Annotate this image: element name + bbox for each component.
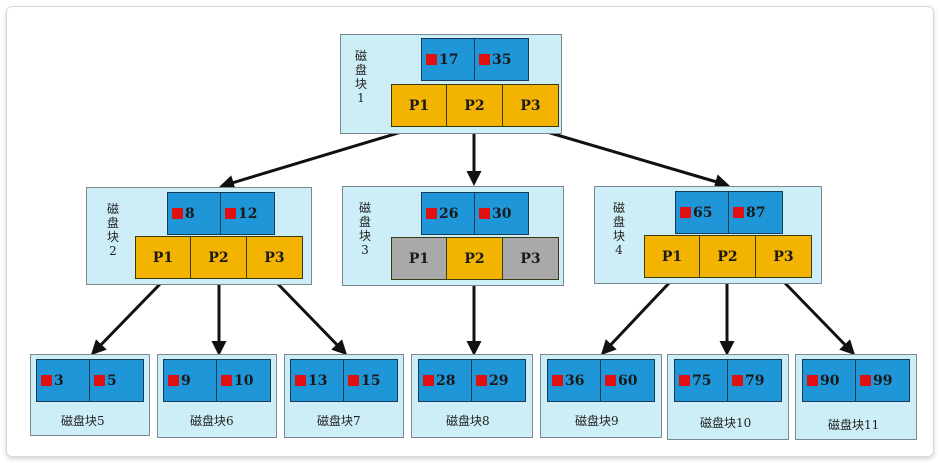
key-cell: 9: [163, 359, 217, 402]
block-label: 磁盘块7: [317, 414, 361, 428]
marker-icon: [733, 207, 744, 218]
pointer-p2: P2: [191, 236, 247, 279]
key-cell: 65: [675, 191, 729, 234]
edge-root-p1-to-block2: [219, 125, 419, 190]
edge-block4-p1-to-block9: [600, 279, 673, 356]
key-cell: 12: [221, 192, 275, 235]
pointer-p3: P3: [247, 236, 303, 279]
block-label: 磁盘块5: [61, 414, 105, 428]
pointer-p3-unused: P3: [503, 237, 559, 280]
edge-root-p3-to-block4: [529, 125, 730, 189]
key-cell: 60: [601, 359, 655, 402]
pointer-p3: P3: [756, 235, 812, 278]
pointer-p1: P1: [135, 236, 191, 279]
key-cell: 99: [856, 359, 910, 402]
key-cell: 90: [802, 359, 856, 402]
edge-block4-p3-to-block11: [781, 279, 856, 356]
marker-icon: [94, 375, 105, 386]
key-cell: 10: [217, 359, 271, 402]
pointer-p1-unused: P1: [391, 237, 447, 280]
marker-icon: [605, 375, 616, 386]
marker-icon: [552, 375, 563, 386]
key-cell: 79: [728, 359, 782, 402]
disk-block-7: 13 15 磁盘块7: [284, 354, 404, 438]
key-cell: 13: [290, 359, 344, 402]
disk-block-5: 3 5 磁盘块5: [30, 354, 150, 436]
marker-icon: [225, 208, 236, 219]
key-cell: 5: [90, 359, 144, 402]
key-cell: 15: [344, 359, 398, 402]
key-cell: 3: [36, 359, 90, 402]
marker-icon: [680, 207, 691, 218]
pointer-p2: P2: [447, 84, 503, 127]
disk-block-9: 36 60 磁盘块9: [540, 354, 662, 438]
block-label: 磁盘块9: [575, 414, 619, 428]
key-cell: 30: [475, 192, 529, 235]
pointer-p2: P2: [700, 235, 756, 278]
marker-icon: [295, 375, 306, 386]
marker-icon: [732, 375, 743, 386]
marker-icon: [476, 375, 487, 386]
disk-block-6: 9 10 磁盘块6: [157, 354, 277, 438]
marker-icon: [860, 375, 871, 386]
marker-icon: [172, 208, 183, 219]
block-label: 磁盘块6: [190, 414, 234, 428]
key-cell: 29: [472, 359, 526, 402]
pointer-p1: P1: [391, 84, 447, 127]
pointer-p1: P1: [644, 235, 700, 278]
key-cell: 8: [167, 192, 221, 235]
marker-icon: [426, 54, 437, 65]
edge-block2-p3-to-block7: [274, 280, 348, 356]
key-cell: 87: [729, 191, 783, 234]
edge-block2-p1-to-block5: [90, 280, 164, 356]
key-cell: 35: [475, 38, 529, 81]
key-cell: 17: [421, 38, 475, 81]
disk-block-10: 75 79 磁盘块10: [667, 354, 789, 440]
disk-block-11: 90 99 磁盘块11: [795, 354, 917, 440]
key-cell: 75: [674, 359, 728, 402]
marker-icon: [168, 375, 179, 386]
key-cell: 28: [418, 359, 472, 402]
key-cell: 26: [421, 192, 475, 235]
marker-icon: [426, 208, 437, 219]
pointer-p3: P3: [503, 84, 559, 127]
marker-icon: [479, 54, 490, 65]
marker-icon: [348, 375, 359, 386]
disk-block-8: 28 29 磁盘块8: [411, 354, 533, 438]
marker-icon: [807, 375, 818, 386]
block-label: 磁盘块11: [828, 418, 880, 432]
marker-icon: [221, 375, 232, 386]
marker-icon: [479, 208, 490, 219]
marker-icon: [423, 375, 434, 386]
marker-icon: [679, 375, 690, 386]
key-cell: 36: [547, 359, 601, 402]
block-label: 磁盘块10: [700, 416, 752, 430]
marker-icon: [41, 375, 52, 386]
block-label: 磁盘块8: [446, 414, 490, 428]
pointer-p2: P2: [447, 237, 503, 280]
